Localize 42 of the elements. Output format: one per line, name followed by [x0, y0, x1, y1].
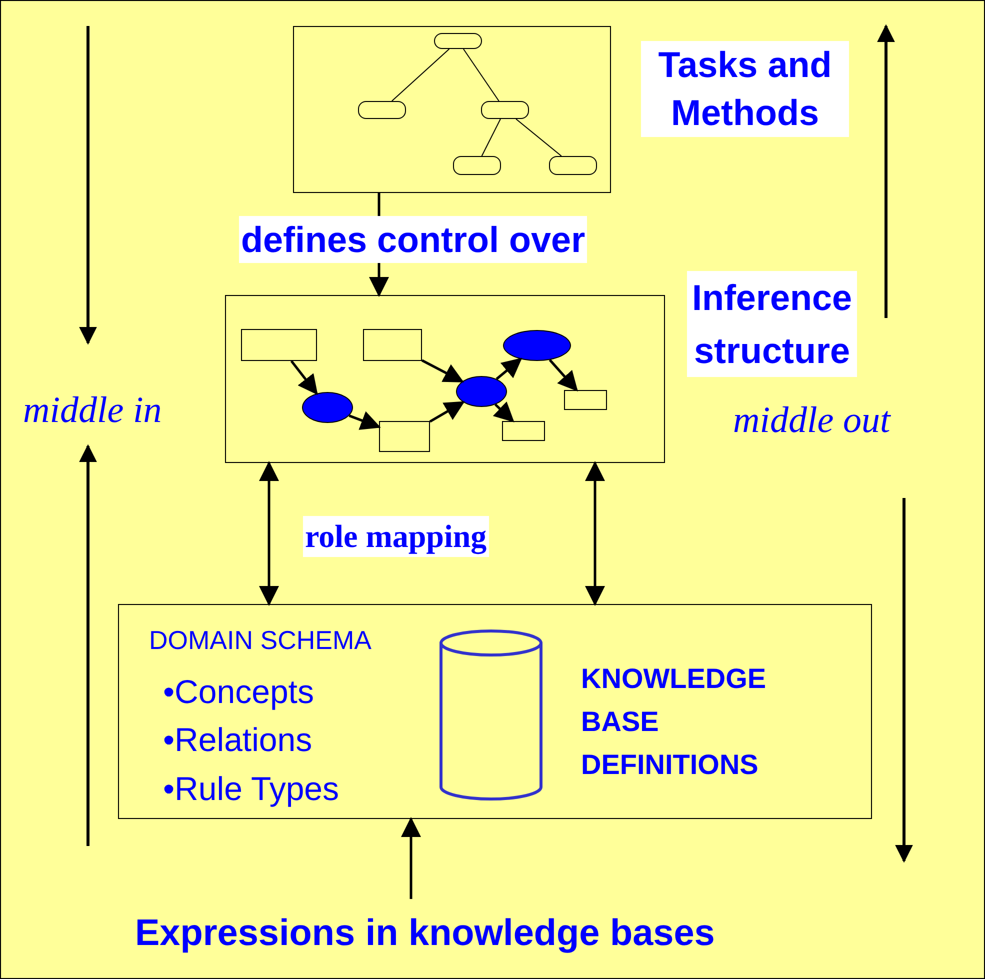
rect-box	[502, 421, 545, 441]
text-label: role mapping	[303, 516, 489, 557]
text-label: middle in	[23, 389, 162, 432]
box-text: DOMAIN SCHEMA	[149, 625, 372, 656]
cylinder-shape	[439, 629, 543, 801]
rect-box	[363, 329, 422, 361]
rect-box	[241, 329, 317, 361]
frame-box	[293, 26, 611, 193]
box-text: KNOWLEDGE BASE DEFINITIONS	[581, 662, 768, 782]
connector-line	[391, 48, 450, 102]
rect-box	[379, 421, 430, 452]
connector-line	[462, 48, 500, 102]
arrow	[429, 401, 465, 423]
bottom-caption: Expressions in knowledge bases	[135, 912, 715, 954]
text-label: Tasks and Methods	[641, 41, 849, 137]
arrow	[585, 461, 605, 606]
rounded-box	[481, 101, 529, 119]
rounded-box	[358, 101, 406, 119]
edge-label: defines control over	[239, 216, 588, 263]
arrow	[401, 817, 421, 899]
arrow	[259, 461, 279, 606]
arrow	[548, 359, 578, 392]
connector-line	[516, 118, 562, 156]
arrow	[290, 360, 318, 396]
ellipse-shape	[302, 392, 353, 423]
ellipse-shape	[456, 376, 507, 407]
box-text: •Concepts	[163, 673, 314, 711]
text-label: Inference structure	[687, 271, 857, 377]
box-text: •Rule Types	[163, 770, 340, 808]
arrow	[496, 358, 522, 380]
arrow	[492, 401, 514, 422]
domain-box	[118, 604, 872, 819]
rounded-box	[549, 156, 597, 175]
frame-box	[225, 295, 665, 463]
arrow	[348, 411, 381, 430]
arrow	[421, 359, 464, 382]
box-text: •Relations	[163, 721, 312, 759]
rounded-box	[453, 156, 501, 175]
rect-box	[564, 390, 607, 410]
rounded-box	[434, 33, 482, 49]
connector-line	[481, 118, 501, 156]
text-label: middle out	[733, 399, 890, 442]
